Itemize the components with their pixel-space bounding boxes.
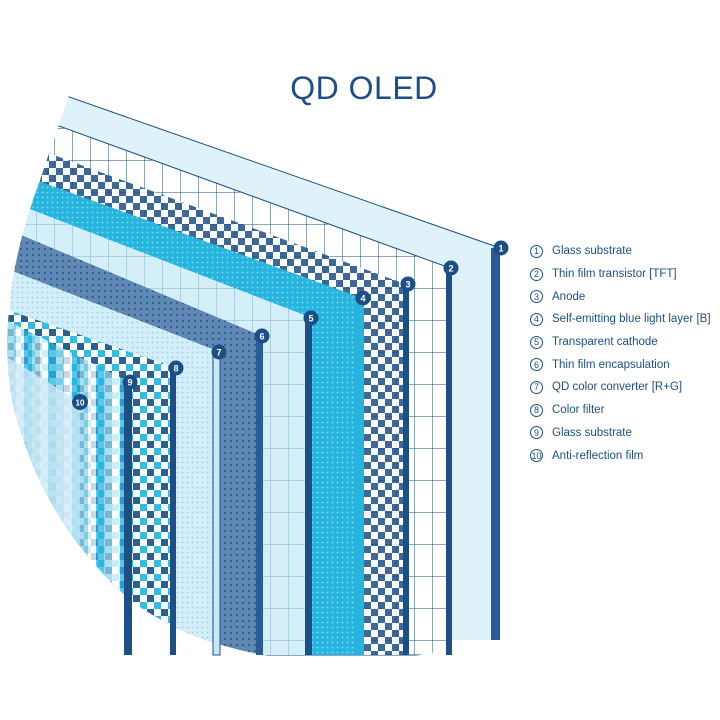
marker-7: 7: [211, 344, 227, 360]
svg-text:7: 7: [216, 348, 221, 358]
svg-text:3: 3: [405, 280, 410, 290]
layer-7-side: [212, 351, 221, 656]
svg-text:6: 6: [259, 332, 264, 342]
legend-item-1: 1 Glass substrate: [530, 240, 711, 263]
legend-item-6: 6 Thin film encapsulation: [530, 353, 711, 376]
layer-10-anti-reflection: [7, 355, 80, 655]
legend-item-8: 8 Color filter: [530, 399, 711, 422]
marker-8: 8: [168, 360, 184, 376]
legend-label: Glass substrate: [552, 245, 632, 258]
legend-number: 1: [530, 244, 543, 258]
legend-label: Anode: [552, 290, 586, 303]
legend-number: 9: [530, 426, 543, 440]
svg-text:9: 9: [127, 378, 132, 388]
legend-label: Self-emitting blue light layer [B]: [552, 313, 711, 326]
marker-5: 5: [303, 310, 319, 326]
layer-2-side: [446, 268, 452, 655]
layer-8-side: [170, 368, 176, 655]
marker-10: 10: [72, 394, 88, 410]
legend-number: 7: [530, 380, 543, 394]
legend-item-10: 10 Anti-reflection film: [530, 444, 711, 467]
legend-item-7: 7 QD color converter [R+G]: [530, 376, 711, 399]
legend-number: 2: [530, 267, 543, 281]
layer-4-side: [354, 298, 364, 655]
svg-text:4: 4: [360, 294, 365, 304]
svg-text:10: 10: [76, 399, 85, 408]
legend-item-4: 4 Self-emitting blue light layer [B]: [530, 308, 711, 331]
layer-1-edge: [54, 92, 501, 249]
legend-number: 8: [530, 403, 543, 417]
legend-item-9: 9 Glass substrate: [530, 422, 711, 445]
legend-label: Glass substrate: [552, 426, 632, 439]
marker-4: 4: [355, 290, 371, 306]
marker-9: 9: [122, 374, 138, 390]
svg-text:2: 2: [448, 264, 453, 274]
layer-1-side: [491, 248, 500, 640]
diagram-title: QD OLED: [290, 70, 438, 106]
marker-2: 2: [443, 260, 459, 276]
legend-item-5: 5 Transparent cathode: [530, 331, 711, 354]
layer-6-side: [256, 336, 263, 655]
legend-label: Transparent cathode: [552, 336, 658, 349]
legend-label: Anti-reflection film: [552, 449, 644, 462]
legend-label: QD color converter [R+G]: [552, 381, 683, 394]
legend-number: 3: [530, 290, 543, 304]
legend-label: Thin film encapsulation: [552, 358, 670, 371]
legend-number: 4: [530, 312, 543, 326]
layer-3-side: [403, 285, 409, 655]
svg-text:5: 5: [308, 314, 313, 324]
marker-1: 1: [493, 240, 509, 256]
marker-6: 6: [254, 328, 270, 344]
svg-text:8: 8: [173, 364, 178, 374]
marker-3: 3: [400, 276, 416, 292]
layer-9-side: [124, 382, 132, 655]
legend-item-3: 3 Anode: [530, 285, 711, 308]
legend-number: 5: [530, 335, 543, 349]
legend-number: 10: [530, 449, 543, 463]
layer-5-side: [305, 318, 312, 655]
legend-label: Color filter: [552, 404, 605, 417]
legend-item-2: 2 Thin film transistor [TFT]: [530, 263, 711, 286]
svg-text:1: 1: [498, 244, 503, 254]
legend-label: Thin film transistor [TFT]: [552, 268, 677, 281]
legend-number: 6: [530, 358, 543, 372]
